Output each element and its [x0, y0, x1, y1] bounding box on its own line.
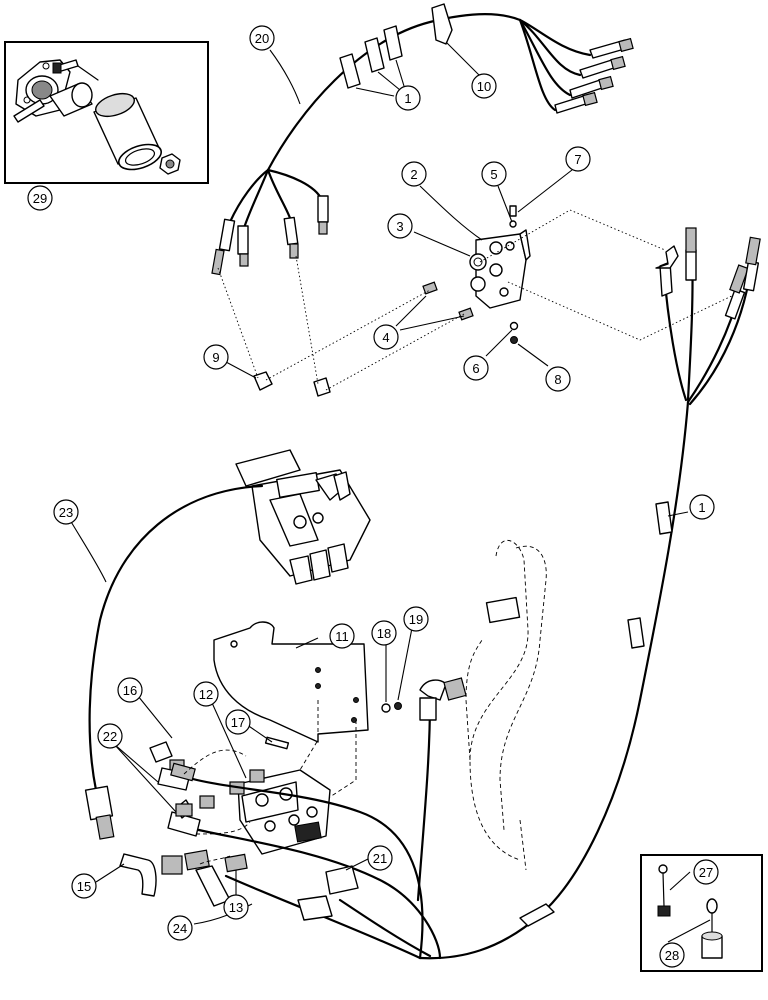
callout-label: 1	[698, 500, 705, 515]
callout-label: 9	[212, 350, 219, 365]
callout-15: 15	[71, 873, 97, 899]
callout-28: 28	[659, 942, 685, 968]
lower-fittings	[119, 677, 467, 921]
callout-label: 23	[59, 505, 73, 520]
callout-2: 2	[401, 161, 427, 187]
callout-label: 27	[699, 865, 713, 880]
callout-22: 22	[97, 723, 123, 749]
callout-27: 27	[693, 859, 719, 885]
frame-outline-dashed	[465, 539, 547, 871]
hose-end-fittings-left	[211, 195, 329, 276]
callout-5: 5	[481, 161, 507, 187]
callout-label: 20	[255, 31, 269, 46]
hose-end-fittings-right	[655, 227, 761, 320]
callout-label: 3	[396, 219, 403, 234]
callout-label: 17	[231, 715, 245, 730]
callout-3: 3	[387, 213, 413, 239]
callout-label: 24	[173, 921, 187, 936]
callout-label: 8	[554, 372, 561, 387]
callout-11: 11	[329, 623, 355, 649]
callout-9: 9	[203, 344, 229, 370]
callout-6: 6	[463, 355, 489, 381]
manifold-block-2	[217, 205, 741, 397]
callout-18: 18	[371, 620, 397, 646]
callout-13: 13	[223, 894, 249, 920]
callout-label: 4	[382, 330, 389, 345]
callout-label: 16	[123, 683, 137, 698]
cable-ties-top	[339, 25, 403, 89]
callout-label: 29	[33, 191, 47, 206]
callout-21: 21	[367, 845, 393, 871]
callout-label: 19	[409, 612, 423, 627]
control-valve-lower-12	[199, 736, 331, 855]
callout-8: 8	[545, 366, 571, 392]
callout-19: 19	[403, 606, 429, 632]
callout-label: 7	[574, 152, 581, 167]
callout-23: 23	[53, 499, 79, 525]
callout-label: 12	[199, 687, 213, 702]
callout-17: 17	[225, 709, 251, 735]
callout-label: 2	[410, 167, 417, 182]
callout-10: 10	[471, 73, 497, 99]
callout-7: 7	[565, 146, 591, 172]
callout-12: 12	[193, 681, 219, 707]
hose-23	[88, 484, 264, 792]
callout-label: 28	[665, 948, 679, 963]
callout-29: 29	[27, 185, 53, 211]
callout-label: 6	[472, 361, 479, 376]
mounting-plate-11	[213, 621, 402, 811]
callout-24: 24	[167, 915, 193, 941]
callout-label: 15	[77, 879, 91, 894]
callout-1-right: 1	[689, 494, 715, 520]
callout-label: 1	[404, 91, 411, 106]
callout-label: 22	[103, 729, 117, 744]
callout-label: 10	[477, 79, 491, 94]
callout-label: 13	[229, 900, 243, 915]
callout-label: 18	[377, 626, 391, 641]
control-valve-upper	[235, 449, 371, 585]
callout-20: 20	[249, 25, 275, 51]
callout-label: 21	[373, 851, 387, 866]
hose-harness-20	[211, 3, 634, 276]
hose-end-fittings-upper	[554, 37, 634, 114]
inset-detail-29	[4, 41, 209, 184]
callout-1-top: 1	[395, 85, 421, 111]
callout-4: 4	[373, 324, 399, 350]
callout-16: 16	[117, 677, 143, 703]
callout-label: 11	[335, 629, 349, 644]
leader-lines	[69, 41, 711, 943]
right-hose-harness	[418, 227, 761, 960]
callout-label: 5	[490, 167, 497, 182]
